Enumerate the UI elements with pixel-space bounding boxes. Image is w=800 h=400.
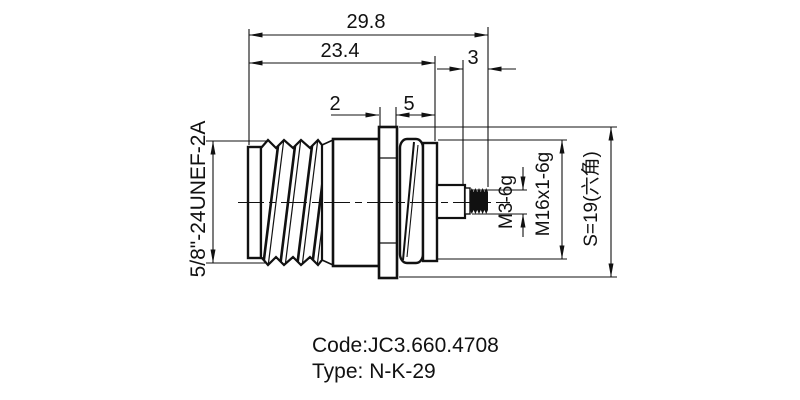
connector-body-view (238, 125, 510, 280)
thread-relief (464, 187, 471, 215)
m16-thread-line-2 (406, 144, 419, 258)
dim-flange-thickness: 2 (329, 93, 340, 115)
footer-type: Type: N-K-29 (312, 360, 436, 383)
m3-threaded-stub (470, 188, 488, 214)
contact-shoulder (435, 183, 467, 220)
label-mounting-thread: M16x1-6g (533, 152, 554, 237)
label-contact-thread: M3-6g (496, 175, 517, 229)
dimension-lines (210, 32, 614, 277)
footer-code: Code:JC3.660.4708 (312, 334, 499, 357)
extension-lines (206, 27, 617, 278)
label-coupling-thread: 5/8"-24UNEF-2A (187, 121, 210, 278)
label-hex-across-flats: S=19(六角) (580, 151, 602, 247)
dim-length-to-flange: 23.4 (321, 40, 360, 62)
thread-runout-bottom (321, 259, 334, 266)
thread-runout-top (321, 139, 334, 146)
dim-flange-to-body-end: 5 (403, 93, 414, 115)
m16-thread-line-1 (402, 141, 415, 261)
dim-overall-length: 29.8 (347, 11, 386, 33)
dim-stub-length: 3 (467, 47, 478, 69)
